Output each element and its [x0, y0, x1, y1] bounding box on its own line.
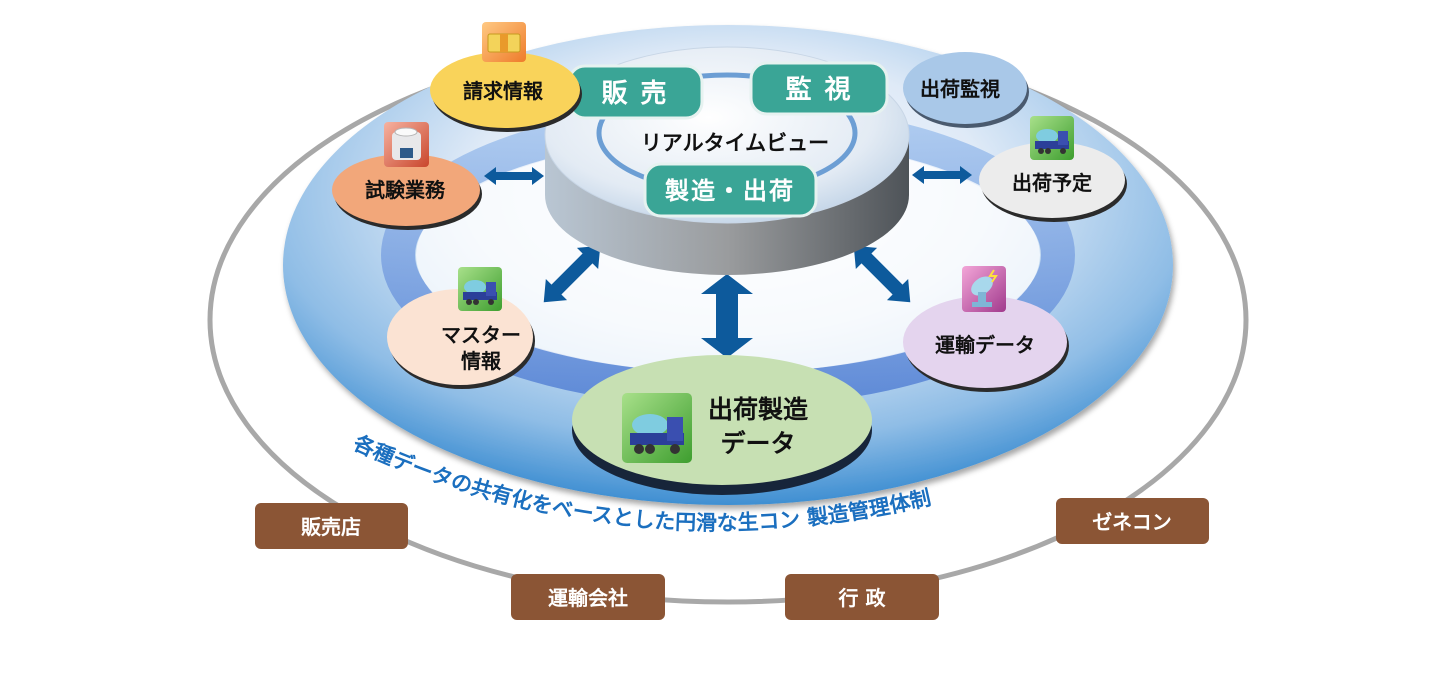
node-shipping-schedule-label: 出荷予定: [1012, 171, 1092, 195]
node-shipping-schedule: 出荷予定: [979, 116, 1127, 222]
node-master-info-label-2: 情報: [461, 349, 502, 373]
stakeholder-transport-company: 運輸会社: [511, 574, 665, 620]
node-transport-data: 運輸データ: [903, 266, 1069, 392]
mixer-truck-icon: [622, 393, 692, 463]
stakeholder-government-label: 行 政: [838, 586, 887, 610]
realtime-view-title: リアルタイムビュー: [641, 131, 829, 155]
stakeholder-dealer-label: 販売店: [301, 515, 361, 539]
node-shipping-monitor: 出荷監視: [903, 52, 1029, 128]
node-testing-label: 試験業務: [365, 178, 446, 202]
money-bundle-icon: [482, 22, 526, 62]
node-production-data-label-2: データ: [720, 429, 795, 458]
function-monitoring: 監 視: [749, 61, 889, 116]
node-master-info-label-1: マスター: [441, 323, 521, 347]
stakeholder-transport-company-label: 運輸会社: [548, 586, 628, 610]
stakeholder-government: 行 政: [785, 574, 939, 620]
node-production-data-label-1: 出荷製造: [708, 395, 808, 424]
function-monitoring-label: 監 視: [785, 74, 852, 105]
arrows: [484, 166, 972, 358]
node-shipping-monitor-label: 出荷監視: [920, 77, 1000, 101]
node-transport-data-label: 運輸データ: [935, 333, 1035, 357]
node-master-info: マスター 情報: [387, 267, 535, 389]
function-production-shipping-label: 製造・出荷: [665, 177, 795, 205]
mixer-truck-icon: [1030, 116, 1074, 160]
stakeholder-general-contractor: ゼネコン: [1056, 498, 1209, 544]
stakeholder-dealer: 販売店: [255, 503, 408, 549]
function-sales-label: 販 売: [601, 79, 668, 109]
stakeholder-general-contractor-label: ゼネコン: [1092, 510, 1172, 534]
function-production-shipping: 製造・出荷: [643, 162, 818, 218]
mixer-truck-icon: [458, 267, 502, 311]
arrow-testing-center: [484, 167, 544, 185]
arrow-schedule-center: [912, 166, 972, 184]
node-billing-label: 請求情報: [463, 79, 544, 103]
node-production-data: 出荷製造 データ: [572, 355, 872, 495]
function-sales: 販 売: [567, 64, 704, 120]
test-cylinder-icon: [384, 122, 429, 167]
node-billing: 請求情報: [430, 22, 582, 132]
satellite-dish-icon: [962, 266, 1006, 312]
node-testing: 試験業務: [332, 122, 482, 230]
arrow-transport-center: [853, 245, 911, 303]
arrow-master-center: [543, 245, 601, 303]
arrow-production-center: [701, 274, 753, 358]
